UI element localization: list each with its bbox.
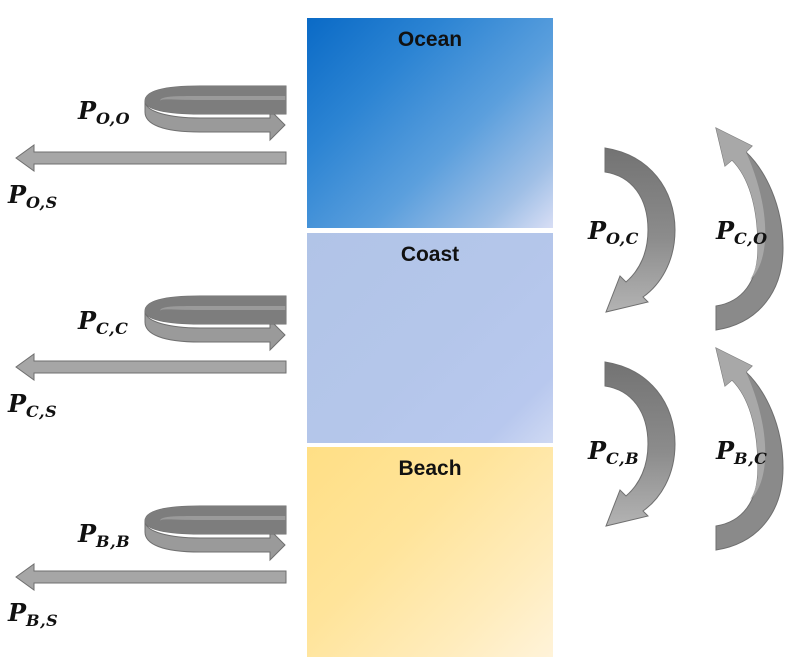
label-p-os: PO,S xyxy=(8,180,58,212)
self-loop-arrow-coast xyxy=(144,295,287,352)
label-p-cs: PC,S xyxy=(8,389,58,421)
curved-arrow-coast-to-beach xyxy=(604,361,676,527)
beach-title: Beach xyxy=(398,457,462,480)
curved-arrow-ocean-to-coast xyxy=(604,147,676,313)
curved-arrow-beach-to-coast xyxy=(715,347,784,551)
label-p-cb: PC,B xyxy=(588,436,640,468)
label-p-bc: PB,C xyxy=(716,436,768,468)
coast-title: Coast xyxy=(400,243,460,266)
ocean-zone: Ocean xyxy=(307,18,553,228)
exit-arrow-beach xyxy=(15,563,287,591)
label-p-co: PC,O xyxy=(716,216,768,248)
label-p-oo: PO,O xyxy=(78,96,131,128)
ocean-title: Ocean xyxy=(397,28,463,51)
exit-arrow-coast xyxy=(15,353,287,381)
label-p-bb: PB,B xyxy=(78,519,131,551)
coast-zone: Coast xyxy=(307,233,553,443)
self-loop-arrow-ocean xyxy=(144,85,287,142)
curved-arrow-coast-to-ocean xyxy=(715,127,784,331)
label-p-oc: PO,C xyxy=(588,216,639,248)
beach-zone: Beach xyxy=(307,447,553,657)
label-p-cc: PC,C xyxy=(78,306,129,338)
exit-arrow-ocean xyxy=(15,144,287,172)
self-loop-arrow-beach xyxy=(144,505,287,562)
label-p-bs: PB,S xyxy=(8,598,59,630)
